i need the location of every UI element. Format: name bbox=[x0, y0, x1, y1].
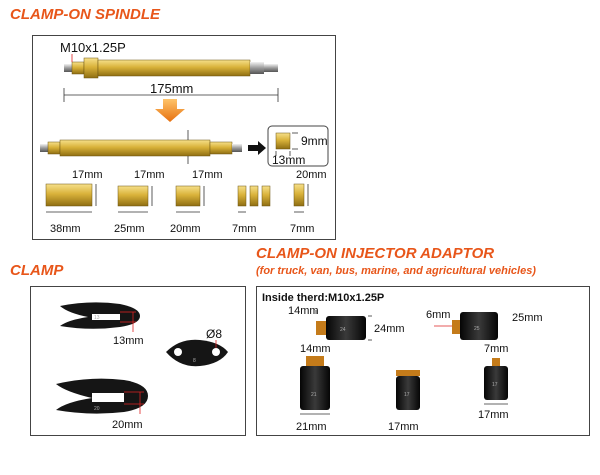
part-2-top-label: 17mm bbox=[134, 169, 165, 181]
part-3-top-label: 17mm bbox=[192, 169, 223, 181]
cross-width-label: 9mm bbox=[301, 134, 328, 148]
adaptor-c-bottom-label: 21mm bbox=[296, 421, 327, 433]
adaptor-d: 17 bbox=[396, 370, 420, 410]
inside-thread-label: Inside therd:M10x1.25P bbox=[262, 292, 384, 304]
clamp-hole-label: Ø8 bbox=[206, 327, 222, 341]
part-1-top-label: 17mm bbox=[72, 169, 103, 181]
adaptor-e-bottom-label: 17mm bbox=[478, 409, 509, 421]
cross-height-label: 13mm bbox=[272, 153, 305, 167]
spindle-part-3: 17mm 20mm bbox=[170, 169, 223, 235]
adaptor-e: 17 bbox=[484, 358, 508, 405]
spindle-heading: CLAMP-ON SPINDLE bbox=[10, 6, 160, 23]
spindle-rod-assembled bbox=[64, 57, 278, 79]
adaptor-b-diameter-label: 25mm bbox=[512, 312, 543, 324]
injector-subheading: (for truck, van, bus, marine, and agricu… bbox=[256, 265, 536, 277]
clamp-hole-plate: 8 bbox=[166, 339, 228, 367]
clamp-large: 20 bbox=[56, 378, 148, 414]
clamp-small: 13 bbox=[60, 302, 140, 332]
spindle-part-5: 20mm 7mm bbox=[290, 169, 327, 235]
adaptor-b-engraving: 25 bbox=[474, 326, 480, 332]
adaptor-c-engraving: 21 bbox=[311, 392, 317, 398]
clamp-small-label: 13mm bbox=[113, 335, 144, 347]
adaptor-e-top-label: 7mm bbox=[484, 343, 508, 355]
adaptor-b: 25 bbox=[434, 312, 498, 340]
clamp-large-engraving: 20 bbox=[94, 406, 100, 412]
clamp-large-label: 20mm bbox=[112, 419, 143, 431]
cross-section-shape bbox=[275, 132, 291, 150]
spindle-part-4: 7mm bbox=[232, 185, 271, 235]
part-3-bottom-label: 20mm bbox=[170, 223, 201, 235]
adaptor-b-length-label: 6mm bbox=[426, 309, 450, 321]
adaptor-d-bottom-label: 17mm bbox=[388, 421, 419, 433]
part-1-bottom-label: 38mm bbox=[50, 223, 81, 235]
adaptor-d-engraving: 17 bbox=[404, 392, 410, 398]
clamp-hole-engraving: 8 bbox=[193, 358, 196, 364]
right-arrow-icon bbox=[248, 141, 266, 155]
adaptor-a-diameter-label: 24mm bbox=[374, 323, 405, 335]
spindle-thread-label: M10x1.25P bbox=[60, 40, 126, 55]
clamp-small-engraving: 13 bbox=[94, 315, 100, 321]
clamp-heading: CLAMP bbox=[10, 262, 64, 279]
adaptor-a: 24 bbox=[315, 310, 372, 341]
down-arrow-icon bbox=[155, 99, 185, 122]
adaptor-e-engraving: 17 bbox=[492, 382, 498, 388]
adaptor-a-length-label: 14mm bbox=[288, 305, 319, 317]
part-5-bottom-label: 7mm bbox=[290, 223, 314, 235]
spindle-length-label: 175mm bbox=[150, 81, 193, 96]
spindle-part-1: 17mm 38mm bbox=[45, 169, 103, 235]
part-4-bottom-label: 7mm bbox=[232, 223, 256, 235]
adaptor-a-engraving: 24 bbox=[340, 327, 346, 333]
injector-heading: CLAMP-ON INJECTOR ADAPTOR bbox=[256, 245, 495, 262]
adaptor-c: 21 bbox=[300, 356, 330, 415]
adaptor-c-top-label: 14mm bbox=[300, 343, 331, 355]
spindle-rod-long bbox=[40, 139, 242, 157]
part-2-bottom-label: 25mm bbox=[114, 223, 145, 235]
part-5-top-label: 20mm bbox=[296, 169, 327, 181]
spindle-part-2: 17mm 25mm bbox=[114, 169, 165, 235]
